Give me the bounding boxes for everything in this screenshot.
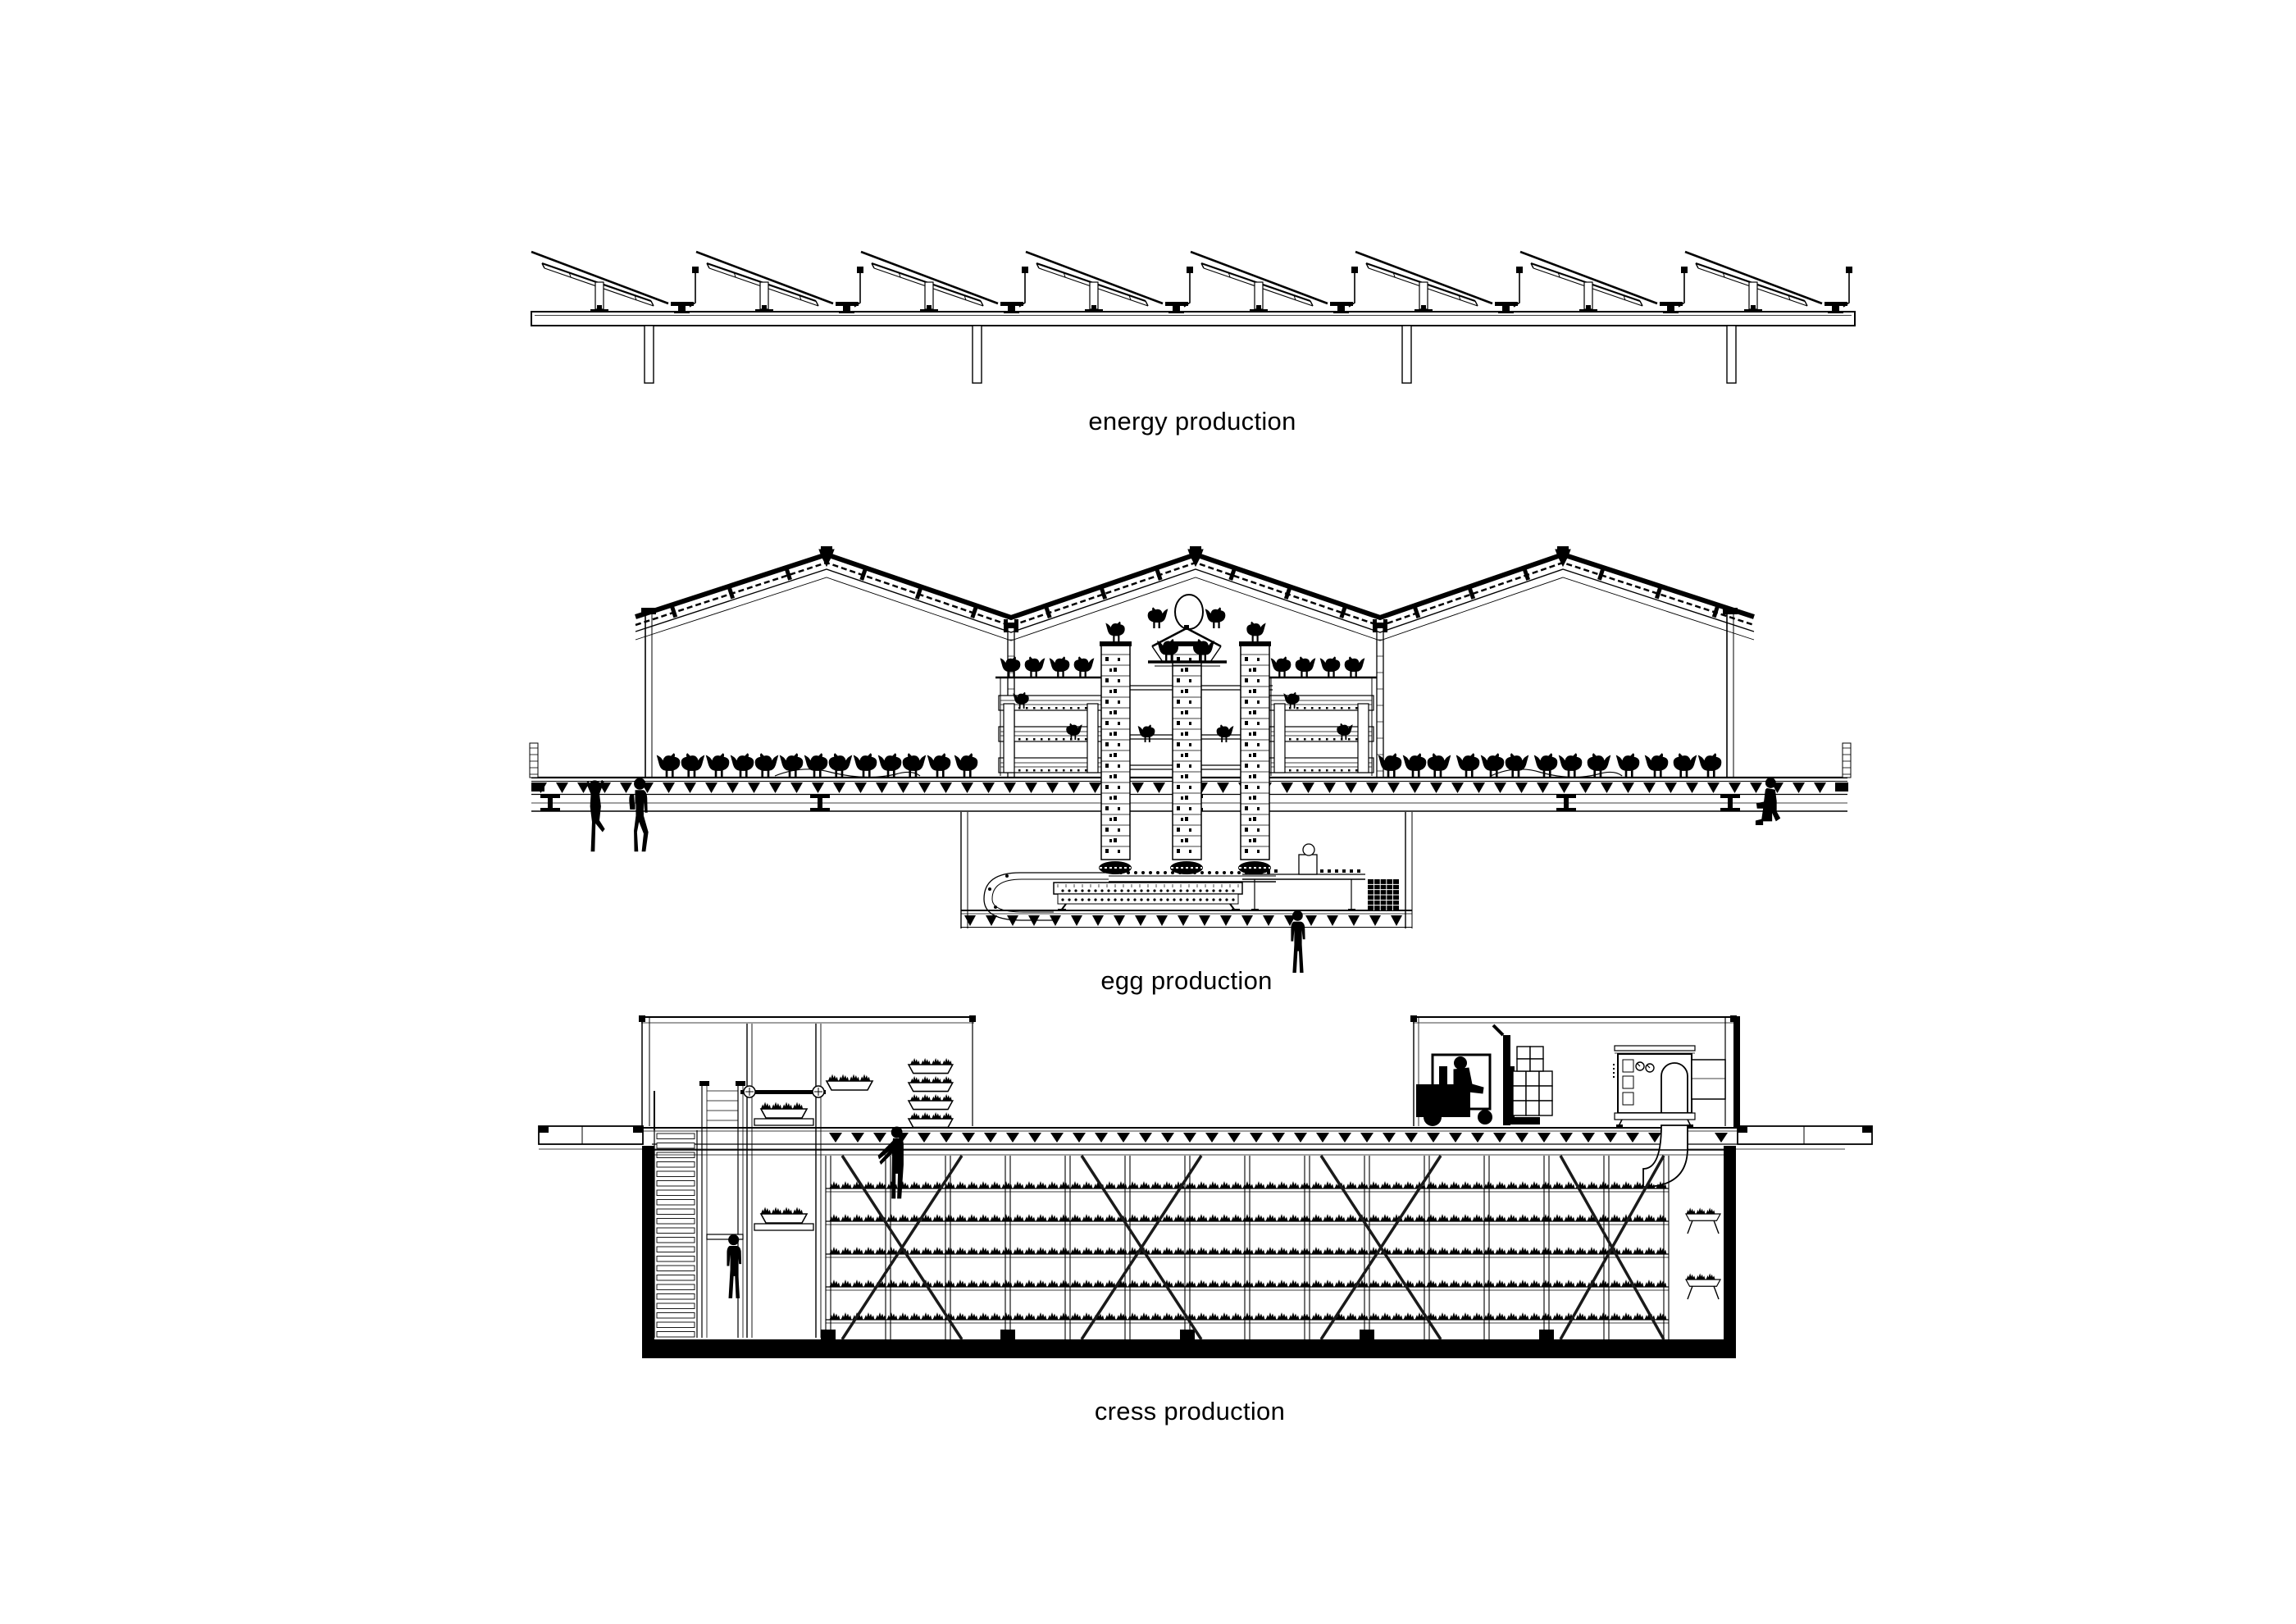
egg-lift-tower bbox=[1238, 641, 1271, 874]
deck-support-leg bbox=[644, 325, 654, 384]
solar-panel-unit bbox=[860, 250, 1028, 313]
chicken-barn-drawing bbox=[529, 546, 1852, 973]
climate-unit bbox=[1613, 1045, 1726, 1127]
sawtooth-roof bbox=[635, 546, 1755, 641]
tray-stand bbox=[1685, 1273, 1721, 1300]
floor-end-rail bbox=[529, 742, 539, 778]
worker-on-lift bbox=[727, 1234, 742, 1298]
floor-i-beam bbox=[540, 795, 560, 811]
floor-i-beam bbox=[1720, 795, 1740, 811]
solar-panel-unit bbox=[1190, 250, 1358, 313]
ground-deck bbox=[539, 1127, 1845, 1150]
aviary-rack bbox=[1266, 676, 1377, 776]
cress-production-label: cress production bbox=[1095, 1397, 1285, 1426]
goods-lift bbox=[740, 1024, 826, 1338]
egg-sorting-machine bbox=[1053, 882, 1243, 911]
floor-end-rail bbox=[1842, 742, 1852, 778]
solar-roof-deck bbox=[531, 311, 1856, 326]
harvest-room bbox=[639, 1015, 976, 1126]
cross-bracing bbox=[840, 1155, 1665, 1340]
tray-stand bbox=[1685, 1207, 1721, 1234]
carried-tray bbox=[826, 1074, 873, 1091]
egg-production-section: egg production bbox=[529, 546, 1852, 995]
energy-production-label: energy production bbox=[1088, 407, 1296, 436]
personnel-lift bbox=[699, 1081, 745, 1338]
vertical-farm-drawing bbox=[538, 1015, 1873, 1358]
deck-support-leg bbox=[1401, 325, 1412, 384]
barn-walls bbox=[641, 608, 1738, 778]
deck-wing bbox=[1737, 1125, 1873, 1145]
floor-branch bbox=[1490, 769, 1623, 778]
solar-panel-unit bbox=[1025, 250, 1193, 313]
solar-panel-unit bbox=[1519, 250, 1688, 313]
egg-lift-tower bbox=[1170, 641, 1203, 874]
solar-panel-unit bbox=[1684, 250, 1852, 313]
egg-lift-tower bbox=[1099, 641, 1132, 874]
floor-i-beam bbox=[810, 795, 830, 811]
packing-conveyor bbox=[1242, 843, 1365, 911]
deck-support-leg bbox=[972, 325, 982, 384]
ridge-finial bbox=[1187, 546, 1204, 568]
tray-stack bbox=[908, 1057, 954, 1129]
aviary-rack bbox=[995, 676, 1106, 776]
egg-production-label: egg production bbox=[1100, 966, 1272, 995]
egg-crate-stack bbox=[1368, 879, 1399, 910]
energy-production-section: energy production bbox=[531, 250, 1856, 436]
floor-branch bbox=[774, 769, 921, 778]
shelf-rack bbox=[821, 1156, 1670, 1339]
forklift bbox=[1416, 1024, 1540, 1126]
solar-panel-unit bbox=[695, 250, 863, 313]
cress-crop bbox=[829, 1181, 1667, 1320]
cress-production-section: cress production bbox=[538, 1015, 1873, 1426]
solar-panel-unit bbox=[531, 250, 699, 313]
worker-dancing bbox=[585, 779, 605, 852]
deck-wing bbox=[538, 1125, 644, 1145]
solar-panel-unit bbox=[1355, 250, 1523, 313]
rooftop-a-frame bbox=[1148, 625, 1227, 667]
interior-post bbox=[1373, 623, 1387, 778]
deck-support-leg bbox=[1726, 325, 1737, 384]
solar-array-drawing bbox=[531, 250, 1856, 384]
round-window bbox=[1174, 594, 1204, 630]
box-stack bbox=[1512, 1046, 1553, 1116]
cress-basement bbox=[642, 1146, 1736, 1358]
ridge-finial bbox=[1555, 546, 1571, 568]
logistics-room bbox=[1410, 1015, 1740, 1128]
ridge-finial bbox=[818, 546, 835, 568]
egg-packing-basement bbox=[960, 812, 1413, 973]
floor-i-beam bbox=[1556, 795, 1576, 811]
